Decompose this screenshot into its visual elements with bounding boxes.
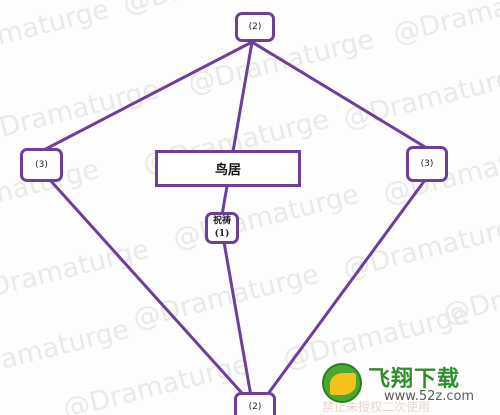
node-center-title: 鸟居 bbox=[155, 150, 301, 187]
logo-text: 飞翔下载 bbox=[368, 367, 461, 392]
site-logo: 飞翔下载 www.52z.com bbox=[322, 359, 494, 411]
node-center-small: 祝祷 (1) bbox=[205, 212, 239, 244]
node-left: (3) bbox=[20, 148, 63, 182]
edge-right-bottom bbox=[260, 179, 427, 403]
node-left-label: (3) bbox=[35, 160, 48, 170]
faint-watermark-text: 禁止未授权二次使用 bbox=[322, 400, 431, 414]
node-right-label: (3) bbox=[420, 159, 434, 169]
edge-top-center bbox=[220, 41, 254, 216]
edge-center-bottom bbox=[222, 241, 254, 403]
node-top-label: (2) bbox=[248, 22, 262, 32]
node-center-title-label: 鸟居 bbox=[214, 163, 241, 178]
logo-emblem-icon bbox=[322, 363, 362, 403]
edge-top-left bbox=[39, 40, 253, 154]
node-right: (3) bbox=[406, 146, 448, 182]
node-center-small-line2: (1) bbox=[214, 229, 230, 239]
node-center-small-line1: 祝祷 bbox=[212, 216, 231, 226]
node-top: (2) bbox=[235, 12, 275, 42]
logo-url: www.52z.com bbox=[384, 389, 475, 404]
node-bottom-label: (2) bbox=[248, 402, 262, 412]
edge-left-bottom bbox=[48, 178, 252, 404]
node-bottom: (2) bbox=[234, 392, 276, 415]
edge-top-right bbox=[251, 40, 431, 152]
